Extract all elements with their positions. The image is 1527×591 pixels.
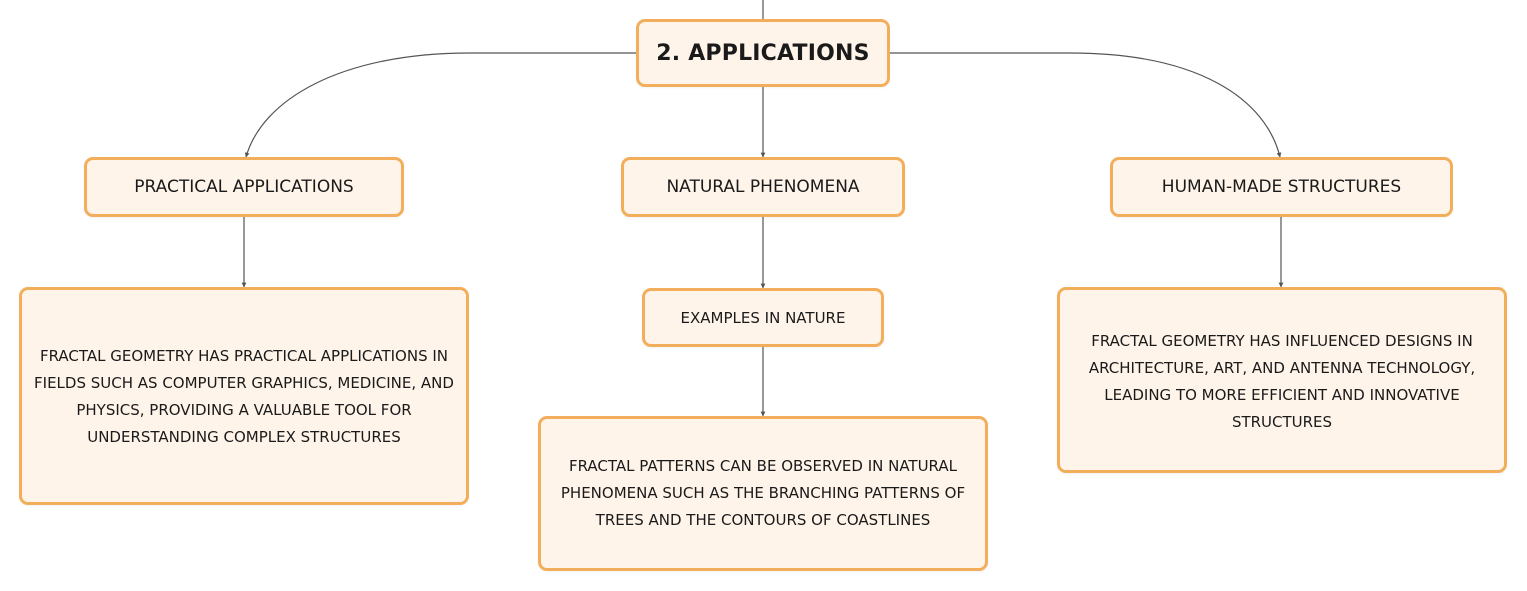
natural-phenomena-description-text: FRACTAL PATTERNS CAN BE OBSERVED IN NATU…	[560, 457, 966, 529]
node-applications[interactable]: 2. APPLICATIONS	[636, 19, 890, 87]
node-examples-in-nature[interactable]: EXAMPLES IN NATURE	[642, 288, 884, 347]
connector-root-to-human	[890, 52, 1282, 158]
node-natural-phenomena[interactable]: NATURAL PHENOMENA	[621, 157, 905, 217]
connector-root-to-practical	[244, 52, 636, 158]
node-applications-label: 2. APPLICATIONS	[656, 40, 870, 66]
node-practical-applications-label: PRACTICAL APPLICATIONS	[134, 177, 354, 197]
human-made-structures-description-text: FRACTAL GEOMETRY HAS INFLUENCED DESIGNS …	[1088, 332, 1476, 431]
node-examples-in-nature-label: EXAMPLES IN NATURE	[680, 308, 846, 327]
node-practical-applications-description[interactable]: FRACTAL GEOMETRY HAS PRACTICAL APPLICATI…	[19, 287, 469, 505]
node-human-made-structures-label: HUMAN-MADE STRUCTURES	[1161, 177, 1402, 197]
node-human-made-structures[interactable]: HUMAN-MADE STRUCTURES	[1110, 157, 1453, 217]
node-natural-phenomena-description[interactable]: FRACTAL PATTERNS CAN BE OBSERVED IN NATU…	[538, 416, 988, 571]
node-natural-phenomena-label: NATURAL PHENOMENA	[666, 177, 860, 197]
practical-applications-description-text: FRACTAL GEOMETRY HAS PRACTICAL APPLICATI…	[34, 347, 454, 446]
node-human-made-structures-description[interactable]: FRACTAL GEOMETRY HAS INFLUENCED DESIGNS …	[1057, 287, 1507, 473]
node-practical-applications[interactable]: PRACTICAL APPLICATIONS	[84, 157, 404, 217]
